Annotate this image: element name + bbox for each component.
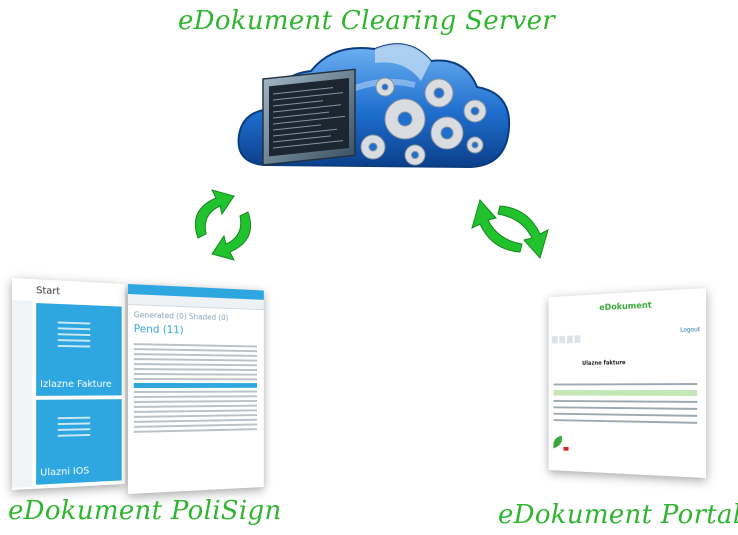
list-tabs: Generated (0) Shaded (0) — [133, 310, 229, 323]
portal-logout: Logout — [680, 326, 701, 334]
sync-arrows-right-icon — [462, 188, 558, 270]
portal-section-title: Ulazne fakture — [582, 359, 626, 367]
portal-red-marker — [563, 446, 569, 451]
document-rows — [133, 340, 258, 436]
portal-screen: eDokument Logout Ulazne fakture — [548, 288, 706, 478]
sync-arrows-left-icon — [178, 180, 268, 270]
tile-ulazni-ios: Ulazni IOS — [36, 399, 122, 485]
portal-brand: eDokument — [599, 300, 652, 314]
start-label: Start — [36, 285, 61, 298]
clearing-server-title: eDokument Clearing Server — [178, 6, 556, 36]
start-side-strip — [12, 300, 33, 488]
polisign-screenshot: Start Izlazne Fakture Ulazni IOS Generat… — [10, 270, 275, 500]
tile-caption: Izlazne Fakture — [40, 379, 112, 390]
portal-screenshot: eDokument Logout Ulazne fakture — [525, 280, 715, 500]
leaf-logo-icon — [553, 435, 563, 449]
pending-count: Pend (11) — [133, 322, 184, 337]
portal-nav — [551, 329, 586, 348]
polisign-title: eDokument PoliSign — [8, 496, 282, 526]
portal-rows — [553, 378, 698, 429]
start-screen: Start Izlazne Fakture Ulazni IOS — [12, 278, 126, 490]
tile-izlazne-fakture: Izlazne Fakture — [36, 303, 122, 396]
pending-list-screen: Generated (0) Shaded (0) Pend (11) — [128, 284, 264, 494]
portal-title: eDokument Portal — [498, 500, 738, 530]
tile-caption: Ulazni IOS — [40, 465, 90, 479]
cloud-server-illustration — [225, 35, 525, 185]
cloud-gears-icon — [237, 43, 511, 169]
